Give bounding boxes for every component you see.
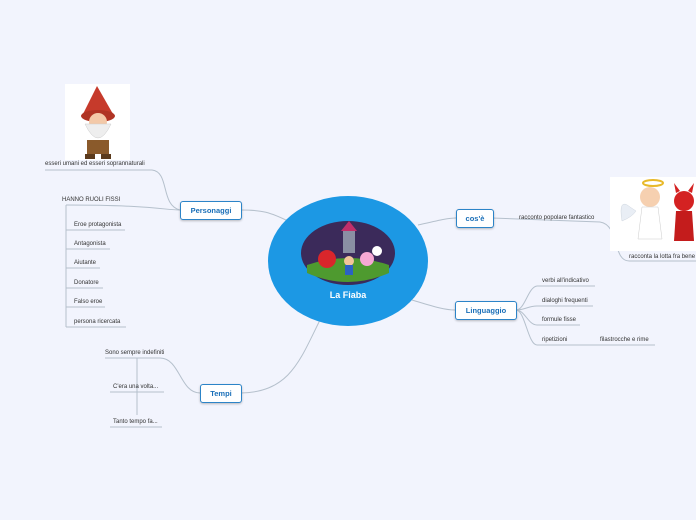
gnome-icon: [65, 84, 130, 160]
linguaggio-item: dialoghi frequenti: [542, 298, 588, 304]
tempi-example: Tanto tempo fa...: [113, 419, 158, 425]
role-item: Antagonista: [74, 241, 106, 247]
linguaggio-item: verbi all'indicativo: [542, 278, 589, 284]
linguaggio-sub-item: filastrocche e rime: [600, 337, 649, 343]
personaggi-image-label: esseri umani ed esseri soprannaturali: [45, 161, 145, 167]
role-item: persona ricercata: [74, 319, 121, 325]
branch-linguaggio[interactable]: Linguaggio: [455, 301, 517, 320]
angel-and-devil-icon: [610, 177, 696, 251]
linguaggio-item: formule fisse: [542, 317, 577, 323]
linguaggio-item: ripetizioni: [542, 337, 568, 343]
central-topic[interactable]: La Fiaba: [268, 196, 428, 326]
branch-cose[interactable]: cos'è: [456, 209, 494, 228]
role-item: Aiutante: [74, 260, 97, 266]
role-item: Donatore: [74, 280, 99, 286]
tempi-child: Sono sempre indefiniti: [105, 350, 165, 356]
cose-image-label: racconta la lotta fra bene e male: [629, 254, 696, 260]
role-item: Eroe protagonista: [74, 222, 122, 228]
cose-child: racconto popolare fantastico: [519, 215, 595, 221]
role-item: Falso eroe: [74, 299, 103, 305]
fairy-tale-illustration-icon: [301, 221, 395, 285]
tempi-example: C'era una volta...: [113, 384, 159, 390]
fixed-roles-header: HANNO RUOLI FISSI: [62, 197, 121, 203]
branch-tempi[interactable]: Tempi: [200, 384, 242, 403]
branch-personaggi[interactable]: Personaggi: [180, 201, 242, 220]
central-title: La Fiaba: [329, 290, 367, 300]
